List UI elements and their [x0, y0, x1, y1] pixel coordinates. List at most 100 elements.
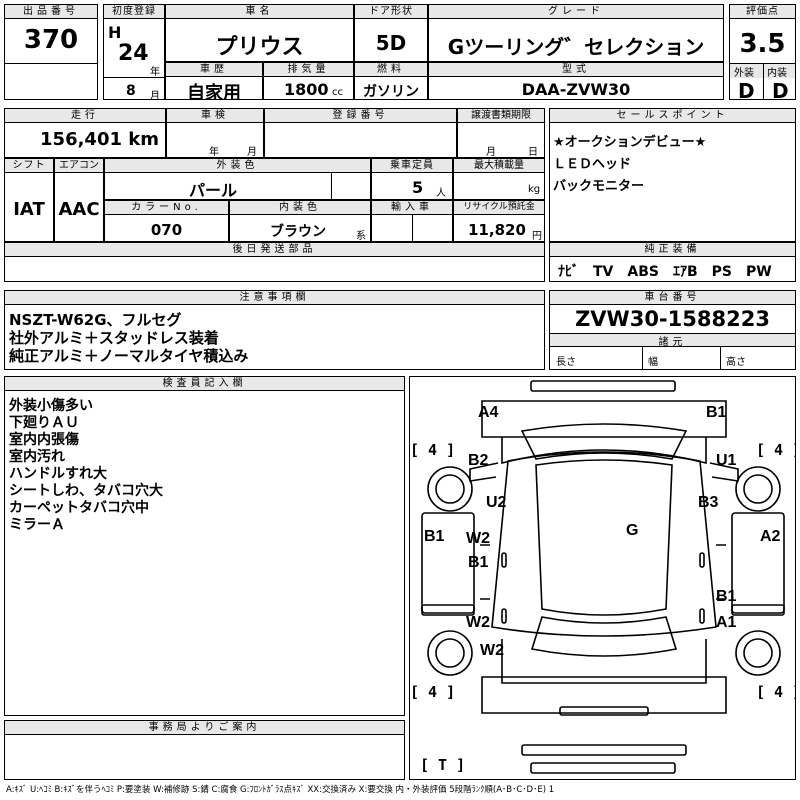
sales-points-label: セールスポイント [550, 109, 795, 123]
dimensions-label: 諸元 [658, 337, 687, 348]
color-number-value: 070 [150, 221, 183, 239]
later-parts-label: 後日発送部品 [5, 243, 544, 257]
office-notice-box: 事務局よりご案内 [4, 720, 405, 780]
notes-box: 注意事項欄 NSZT-W62G、フルセグ 社外アルミ＋スタッドレス装着 純正アル… [4, 290, 545, 370]
damage-mark: B1 [706, 404, 727, 421]
chassis-label: 車台番号 [550, 291, 795, 305]
registration-month: 8 [126, 83, 136, 99]
damage-mark: B3 [698, 494, 719, 511]
transfer-deadline-label: 譲渡書類期限 [458, 109, 544, 123]
color-number-box: カラーNo. 070 [104, 200, 229, 242]
office-notice-label: 事務局よりご案内 [5, 721, 404, 735]
interior-color-label: 内装色 [230, 201, 370, 215]
inspector-line: カーペットタバコ穴中 [9, 500, 149, 516]
first-registration-label: 初度登録 [104, 5, 164, 19]
recycle-deposit-unit: 円 [532, 231, 542, 242]
door-label: ドア形状 [355, 5, 427, 19]
inspector-line: ミラーＡ [9, 517, 65, 533]
tread-depth-rear-left: [ 4 ] [410, 683, 455, 701]
note-line: 純正アルミ＋ノーマルタイヤ積込み [9, 347, 249, 365]
recycle-deposit-label: リサイクル預託金 [454, 201, 544, 215]
sales-point-item: ＬＥＤヘッド [553, 157, 632, 172]
inspection-year-unit: 年 [209, 147, 219, 158]
inspector-notes-box: 検査員記入欄 外装小傷多い 下廻りＡＵ 室内内張傷 室内汚れ ハンドルすれ大 シ… [4, 376, 405, 716]
era-letter: H [108, 23, 122, 42]
shift-label: シフト [5, 159, 53, 173]
tread-depth-front-left: [ 4 ] [410, 441, 455, 459]
inspector-line: 外装小傷多い [9, 398, 93, 414]
fuel-value: ガソリン [363, 84, 419, 100]
grade-value: Gツーリング゛セレクション [447, 35, 705, 59]
inspection-month-unit: 月 [247, 147, 257, 158]
damage-mark: B1 [424, 528, 445, 545]
sales-point-item: バックモニター [553, 179, 645, 194]
history-box: 車歴 自家用 [165, 62, 263, 100]
exterior-grade-value: D [738, 79, 755, 100]
car-diagram-box: A4 B1 B2 U1 U2 B3 B1 W2 G A2 B1 B1 W2 A1… [409, 376, 796, 780]
damage-mark: B1 [468, 554, 489, 571]
import-label: 輸入車 [372, 201, 452, 215]
displacement-unit: cc [332, 87, 343, 98]
car-name-value: プリウス [215, 35, 304, 60]
equipment-label: 純正装備 [550, 243, 795, 257]
inspector-line: 下廻りＡＵ [9, 415, 79, 431]
damage-code-legend: A:ｷｽﾞ U:ﾍｺﾐ B:ｷｽﾞを伴うﾍｺﾐ P:要塗装 W:補修跡 S:錆 … [6, 785, 555, 795]
transfer-deadline-box: 譲渡書類期限 月 日 [457, 108, 545, 158]
transfer-month-unit: 月 [486, 147, 496, 158]
car-name-box: 車名 プリウス [165, 4, 354, 62]
equipment-box: 純正装備 ﾅﾋﾞ TV ABS ｴｱB PS PW [549, 242, 796, 282]
damage-mark: A2 [760, 528, 781, 545]
max-load-label: 最大積載量 [454, 159, 544, 173]
interior-color-value: ブラウン [270, 224, 326, 240]
later-parts-box: 後日発送部品 [4, 242, 545, 282]
car-diagram: A4 B1 B2 U1 U2 B3 B1 W2 G A2 B1 B1 W2 A1… [410, 380, 796, 774]
sales-point-item: ★オークションデビュー★ [553, 135, 707, 150]
exterior-color-box: 外装色 パール [104, 158, 371, 200]
damage-mark: A1 [716, 614, 737, 631]
interior-grade-label: 内装 [767, 68, 787, 79]
chassis-box: 車台番号 ZVW30-1588223 諸元 長さ 幅 高さ [549, 290, 796, 370]
inspection-label: 車検 [167, 109, 263, 123]
inspector-line: ハンドルすれ大 [9, 466, 107, 482]
interior-color-unit: 系 [356, 231, 366, 242]
capacity-unit: 人 [436, 188, 446, 199]
capacity-value: 5 [412, 178, 424, 197]
sales-points-box: セールスポイント ★オークションデビュー★ ＬＥＤヘッド バックモニター [549, 108, 796, 242]
score-value: 3.5 [739, 29, 786, 59]
mileage-value: 156,401 km [40, 129, 159, 150]
fuel-box: 燃料 ガソリン [354, 62, 428, 100]
import-box: 輸入車 [371, 200, 453, 242]
damage-mark: G [626, 522, 638, 539]
interior-grade-value: D [772, 79, 789, 100]
shift-value: IAT [13, 199, 45, 220]
height-label: 高さ [726, 357, 746, 368]
damage-mark: W2 [466, 614, 490, 631]
max-load-box: 最大積載量 kg [453, 158, 545, 200]
mileage-label: 走行 [5, 109, 165, 123]
length-label: 長さ [556, 357, 576, 368]
chassis-number-value: ZVW30-1588223 [575, 307, 770, 331]
car-name-label: 車名 [166, 5, 353, 19]
note-line: NSZT-W62G、フルセグ [9, 311, 182, 329]
registration-number-box: 登録番号 [264, 108, 457, 158]
note-line: 社外アルミ＋スタッドレス装着 [9, 329, 219, 347]
first-registration-box: 初度登録 H 24 年 8 月 [103, 4, 165, 100]
aircon-box: エアコン AAC [54, 158, 104, 242]
shift-box: シフト IAT [4, 158, 54, 242]
recycle-deposit-value: 11,820 [468, 221, 526, 239]
damage-mark: W2 [466, 530, 490, 547]
damage-mark: U1 [716, 452, 737, 469]
score-box: 評価点 3.5 外装 内装 D D [729, 4, 796, 100]
fuel-label: 燃料 [355, 63, 427, 77]
equipment-value: ﾅﾋﾞ TV ABS ｴｱB PS PW [558, 264, 772, 280]
grade-label: グレード [429, 5, 723, 19]
capacity-label: 乗車定員 [372, 159, 452, 173]
damage-mark: U2 [486, 494, 507, 511]
registration-year: 24 [118, 41, 149, 66]
max-load-unit: kg [528, 184, 541, 195]
tread-depth-front-right: [ 4 ] [756, 441, 796, 459]
exterior-color-value: パール [189, 181, 238, 200]
color-number-label: カラーNo. [105, 201, 228, 215]
inspector-line: 室内内張傷 [9, 432, 79, 448]
damage-mark: A4 [478, 404, 499, 421]
